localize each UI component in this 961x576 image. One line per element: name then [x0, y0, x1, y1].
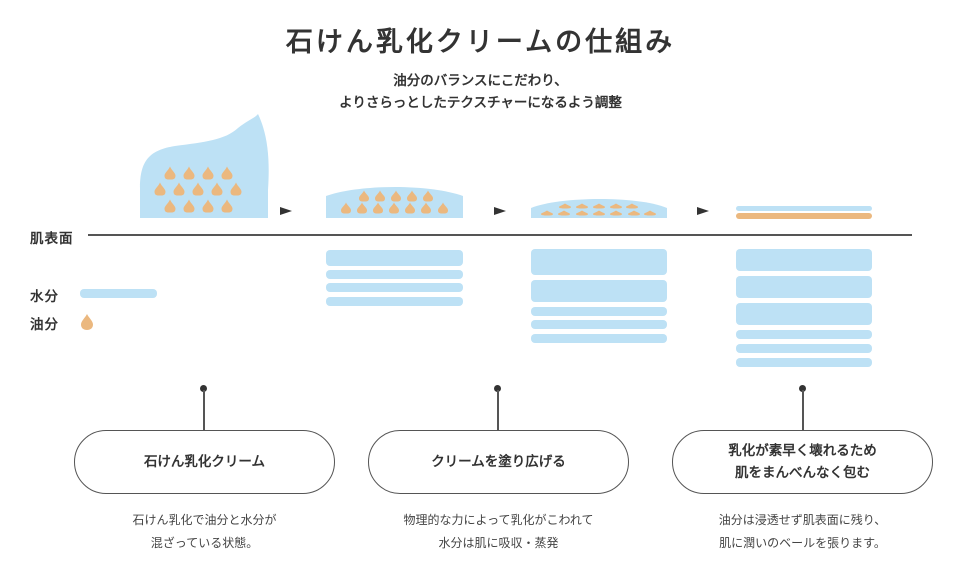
- subtitle-line-2: よりさらっとしたテクスチャーになるよう調整: [339, 95, 622, 111]
- stage-1-oil-droplets: [154, 166, 242, 213]
- oil-droplet: [438, 202, 448, 214]
- pin-dot: [494, 385, 501, 392]
- stage-2-title-pill: クリームを塗り広げる: [368, 430, 629, 494]
- water-bar: [736, 276, 872, 298]
- oil-droplet: [375, 190, 385, 202]
- oil-droplet: [202, 199, 214, 213]
- water-bar: [736, 344, 872, 353]
- stage-3-title-line-2: 肌をまんべんなく包む: [735, 465, 870, 481]
- pin-line: [801, 390, 804, 431]
- water-bar: [326, 250, 463, 266]
- oil-droplet: [341, 202, 351, 214]
- oil-droplet: [593, 210, 605, 216]
- desc-line: 油分は浸透せず肌表面に残り、: [718, 513, 887, 527]
- stage-4-oil-layer: [736, 213, 872, 219]
- desc-line: 混ざっている状態。: [150, 536, 259, 550]
- water-bar: [531, 320, 667, 329]
- oil-droplet: [211, 182, 223, 196]
- legend-water-label: 水分: [30, 289, 59, 305]
- water-bar: [736, 330, 872, 339]
- oil-droplet: [391, 190, 401, 202]
- oil-droplet: [593, 203, 605, 209]
- desc-line: 肌に潤いのベールを張ります。: [719, 536, 886, 550]
- oil-droplet: [610, 210, 622, 216]
- stage-3-title-pill: 乳化が素早く壊れるため 肌をまんべんなく包む: [672, 430, 933, 494]
- oil-droplet: [558, 210, 570, 216]
- legend-oil-label: 油分: [30, 317, 59, 333]
- arrow-right-icon: [280, 207, 292, 215]
- oil-droplet: [221, 166, 233, 180]
- oil-droplet: [173, 182, 185, 196]
- oil-droplet: [183, 199, 195, 213]
- oil-droplet: [164, 199, 176, 213]
- oil-droplet: [644, 210, 656, 216]
- pin-line: [496, 390, 499, 431]
- stage-1-title: 石けん乳化クリーム: [143, 454, 266, 470]
- oil-droplet: [421, 202, 431, 214]
- legend-water-swatch: [80, 289, 157, 298]
- water-bar: [736, 358, 872, 367]
- oil-droplet: [154, 182, 166, 196]
- oil-droplet: [183, 166, 195, 180]
- stage-3-title-line-1: 乳化が素早く壊れるため: [728, 443, 877, 459]
- oil-droplet: [192, 182, 204, 196]
- oil-droplet: [202, 166, 214, 180]
- stage-1-title-pill: 石けん乳化クリーム: [74, 430, 335, 494]
- skin-surface-label: 肌表面: [30, 231, 74, 247]
- oil-droplet: [407, 190, 417, 202]
- water-bar: [326, 297, 463, 306]
- water-bar: [736, 249, 872, 271]
- oil-droplet: [389, 202, 399, 214]
- stage-2-title: クリームを塗り広げる: [431, 454, 566, 470]
- oil-droplet: [576, 203, 588, 209]
- pin-dot: [799, 385, 806, 392]
- oil-droplet: [359, 190, 369, 202]
- arrow-right-icon: [494, 207, 506, 215]
- oil-droplet: [559, 203, 571, 209]
- oil-droplet: [628, 210, 640, 216]
- water-bar: [531, 334, 667, 343]
- oil-droplet: [626, 203, 638, 209]
- arrow-right-icon: [697, 207, 709, 215]
- oil-droplet: [230, 182, 242, 196]
- page-title: 石けん乳化クリームの仕組み: [285, 27, 676, 58]
- stage-3-oil-droplets: [541, 203, 656, 216]
- page-subtitle: 油分のバランスにこだわり、 よりさらっとしたテクスチャーになるよう調整: [0, 70, 961, 114]
- oil-droplet: [576, 210, 588, 216]
- desc-line: 水分は肌に吸収・蒸発: [438, 536, 559, 550]
- water-bar: [326, 270, 463, 279]
- stage-1-description: 石けん乳化で油分と水分が 混ざっている状態。: [74, 509, 335, 555]
- oil-droplet: [423, 190, 433, 202]
- water-bar: [531, 280, 667, 302]
- legend-oil-drop-icon: [81, 314, 93, 330]
- stage-3-description: 油分は浸透せず肌表面に残り、 肌に潤いのベールを張ります。: [672, 509, 933, 555]
- oil-droplet: [221, 199, 233, 213]
- water-bar: [531, 307, 667, 316]
- pin-dot: [200, 385, 207, 392]
- oil-droplet: [610, 203, 622, 209]
- oil-droplet: [164, 166, 176, 180]
- water-bar: [736, 303, 872, 325]
- oil-droplet: [357, 202, 367, 214]
- desc-line: 石けん乳化で油分と水分が: [132, 513, 277, 527]
- stage-4-water-layer: [736, 206, 872, 211]
- desc-line: 物理的な力によって乳化がこわれて: [403, 513, 594, 527]
- water-bar: [531, 249, 667, 275]
- oil-droplet: [541, 210, 553, 216]
- water-bar: [326, 283, 463, 292]
- skin-surface-line: [88, 234, 912, 236]
- oil-droplet: [405, 202, 415, 214]
- pin-line: [202, 390, 205, 431]
- stage-2-description: 物理的な力によって乳化がこわれて 水分は肌に吸収・蒸発: [368, 509, 629, 555]
- subtitle-line-1: 油分のバランスにこだわり、: [393, 73, 568, 89]
- oil-droplet: [373, 202, 383, 214]
- stage-2-oil-droplets: [341, 190, 448, 214]
